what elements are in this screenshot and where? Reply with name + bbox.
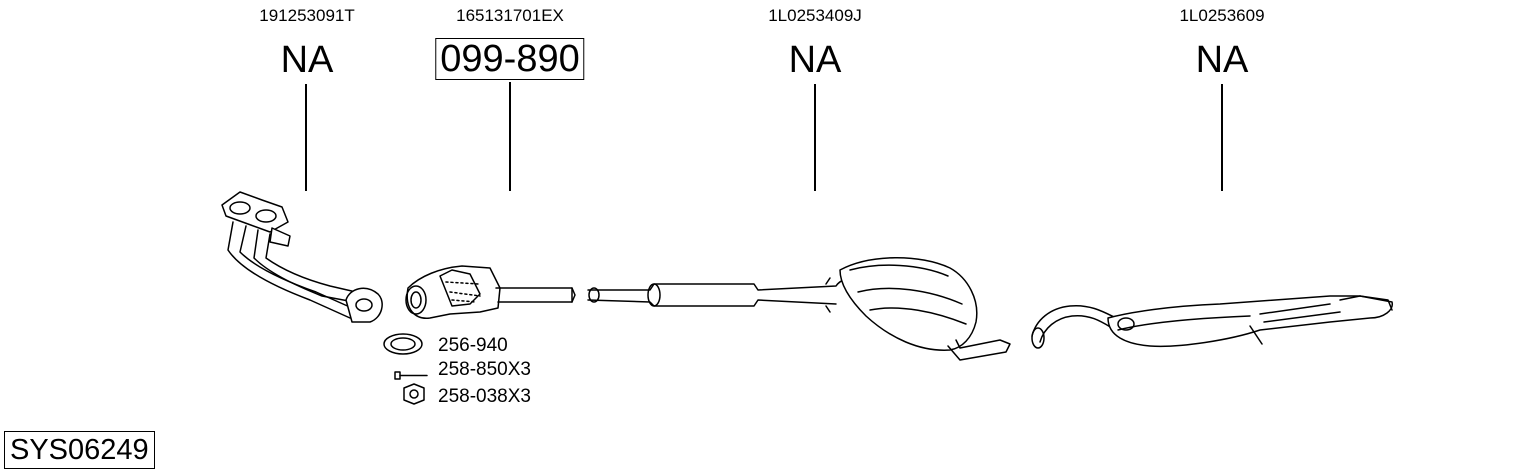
part-4-oe-number: 1L0253609 — [1179, 6, 1265, 25]
part-1-reference[interactable]: NA — [280, 39, 334, 81]
front-pipe-drawing[interactable] — [221, 191, 383, 323]
accessory-gasket-label[interactable]: 256-940 — [438, 335, 508, 356]
catalytic-converter-drawing[interactable] — [405, 265, 576, 319]
rear-silencer-drawing[interactable] — [1031, 295, 1393, 349]
part-2-leader-line — [509, 82, 511, 191]
part-4-leader-line — [1221, 84, 1223, 191]
part-3-leader-line — [814, 84, 816, 191]
part-1-oe-number: 191253091T — [259, 6, 355, 25]
part-2-oe-number: 165131701EX — [456, 6, 564, 25]
system-id-label: SYS06249 — [4, 431, 155, 469]
part-4-reference[interactable]: NA — [1195, 39, 1249, 81]
accessory-bolt-label[interactable]: 258-850X3 — [438, 359, 531, 380]
part-1-leader-line — [305, 84, 307, 191]
gasket-ring-icon — [383, 333, 423, 355]
part-3-reference[interactable]: NA — [788, 39, 842, 81]
bolt-icon — [394, 371, 428, 380]
nut-icon — [403, 383, 425, 405]
part-2-reference[interactable]: 099-890 — [435, 38, 585, 80]
accessory-nut-label[interactable]: 258-038X3 — [438, 386, 531, 407]
part-3-oe-number: 1L0253409J — [768, 6, 862, 25]
middle-silencer-drawing[interactable] — [587, 257, 1011, 361]
